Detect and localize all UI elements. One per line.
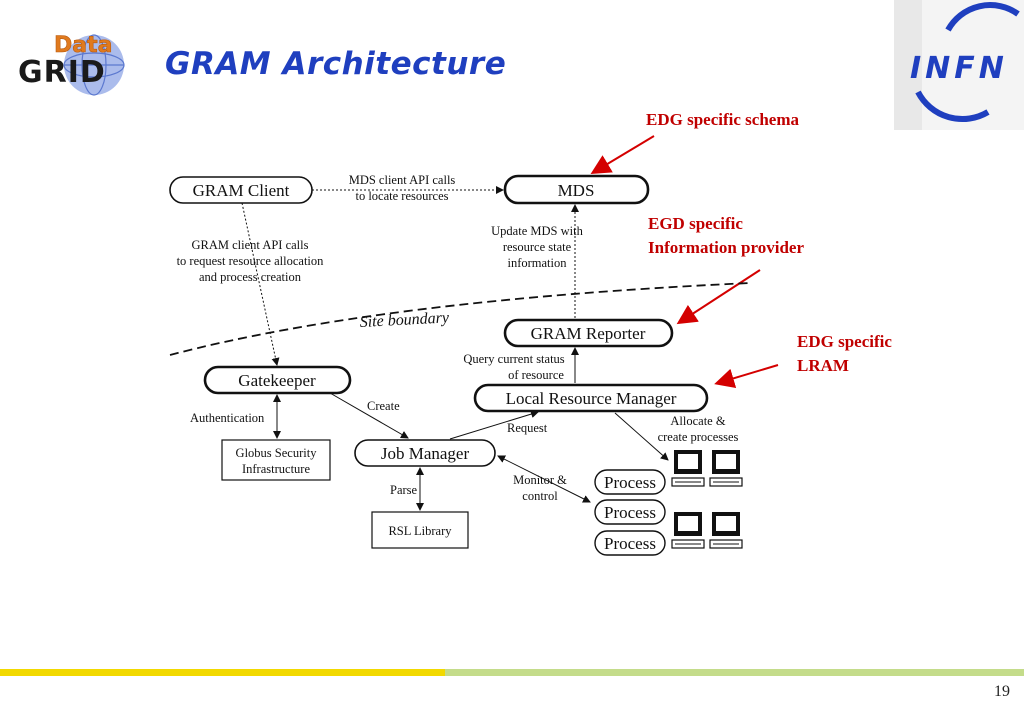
annotation-info-provider-line1: EGD specific [648,214,743,233]
site-boundary-line [169,282,751,356]
computer-icon [671,512,705,549]
label-monitor-1: Monitor & [513,473,567,487]
annotation-info-provider: EGD specific Information provider [648,212,804,260]
node-gram-reporter-label: GRAM Reporter [531,324,646,343]
node-rsl-label: RSL Library [388,524,452,538]
footer-bar-green [445,669,1024,676]
label-update-mds-2: resource state [503,240,572,254]
node-gsi-line2: Infrastructure [242,462,310,476]
node-job-manager: Job Manager [354,439,496,467]
infn-logo: INFN [888,0,1024,137]
computer-icon [671,450,705,487]
label-request: Request [507,421,548,435]
label-allocate-2: create processes [658,430,739,444]
node-lrm-label: Local Resource Manager [506,389,677,408]
label-allocate-1: Allocate & [670,414,725,428]
label-monitor-2: control [522,489,558,503]
label-gram-api-1: GRAM client API calls [191,238,308,252]
edge-gatekeeper-to-jobmanager [329,392,409,439]
node-globus-security: Globus Security Infrastructure [221,439,331,481]
annotation-info-provider-line2: Information provider [648,238,804,257]
node-gram-client: GRAM Client [169,176,313,204]
label-gram-api-2: to request resource allocation [177,254,325,268]
node-gram-reporter: GRAM Reporter [503,318,674,348]
label-gram-api-3: and process creation [199,270,302,284]
datagrid-logo: Data GRID [16,30,156,105]
node-process-1-label: Process [604,473,656,492]
page-number: 19 [994,683,1010,700]
node-local-resource-manager: Local Resource Manager [473,383,709,413]
label-mds-api-1: MDS client API calls [349,173,456,187]
label-parse: Parse [390,483,418,497]
edge-jobmanager-to-process [497,455,591,503]
node-mds-label: MDS [558,181,595,200]
node-mds: MDS [503,174,650,205]
annotation-schema: EDG specific schema [646,110,799,129]
node-rsl-library: RSL Library [371,511,469,549]
node-process-2: Process [594,499,666,525]
annotation-lram: EDG specific LRAM [797,330,892,378]
node-process-3-label: Process [604,534,656,553]
node-gsi-line1: Globus Security [236,446,318,460]
footer-bar-yellow [0,669,445,676]
node-process-1: Process [594,469,666,495]
logo-word-infn: INFN [910,51,1008,86]
label-query-2: of resource [508,368,564,382]
gram-architecture-diagram: Site boundary GRAM Client MDS GRAM Repor… [169,173,751,556]
annotation-lram-line2: LRAM [797,356,849,375]
node-process-3: Process [594,530,666,556]
label-update-mds-3: information [507,256,567,270]
site-boundary-label: Site boundary [359,309,450,331]
node-gatekeeper: Gatekeeper [203,365,352,395]
arrow-to-lrm [714,364,779,388]
label-mds-api-2: to locate resources [355,189,448,203]
annotation-lram-line1: EDG specific [797,332,892,351]
label-update-mds-1: Update MDS with [491,224,583,238]
node-gram-client-label: GRAM Client [193,181,290,200]
label-create: Create [367,399,400,413]
page-title: GRAM Architecture [165,46,507,82]
label-query-1: Query current status [463,352,564,366]
node-process-2-label: Process [604,503,656,522]
node-gatekeeper-label: Gatekeeper [238,371,316,390]
edge-jobmanager-to-lrm [449,410,539,440]
node-job-manager-label: Job Manager [381,444,470,463]
logo-word-grid: GRID [18,55,106,90]
computer-icon [709,450,743,487]
computer-icon [709,512,743,549]
arrow-to-mds [590,135,655,175]
label-authentication: Authentication [190,411,265,425]
logo-word-data: Data [54,33,112,58]
edge-lrm-to-computers [614,412,669,461]
arrow-to-gram-reporter [676,269,761,325]
edge-client-to-gatekeeper [241,202,280,366]
